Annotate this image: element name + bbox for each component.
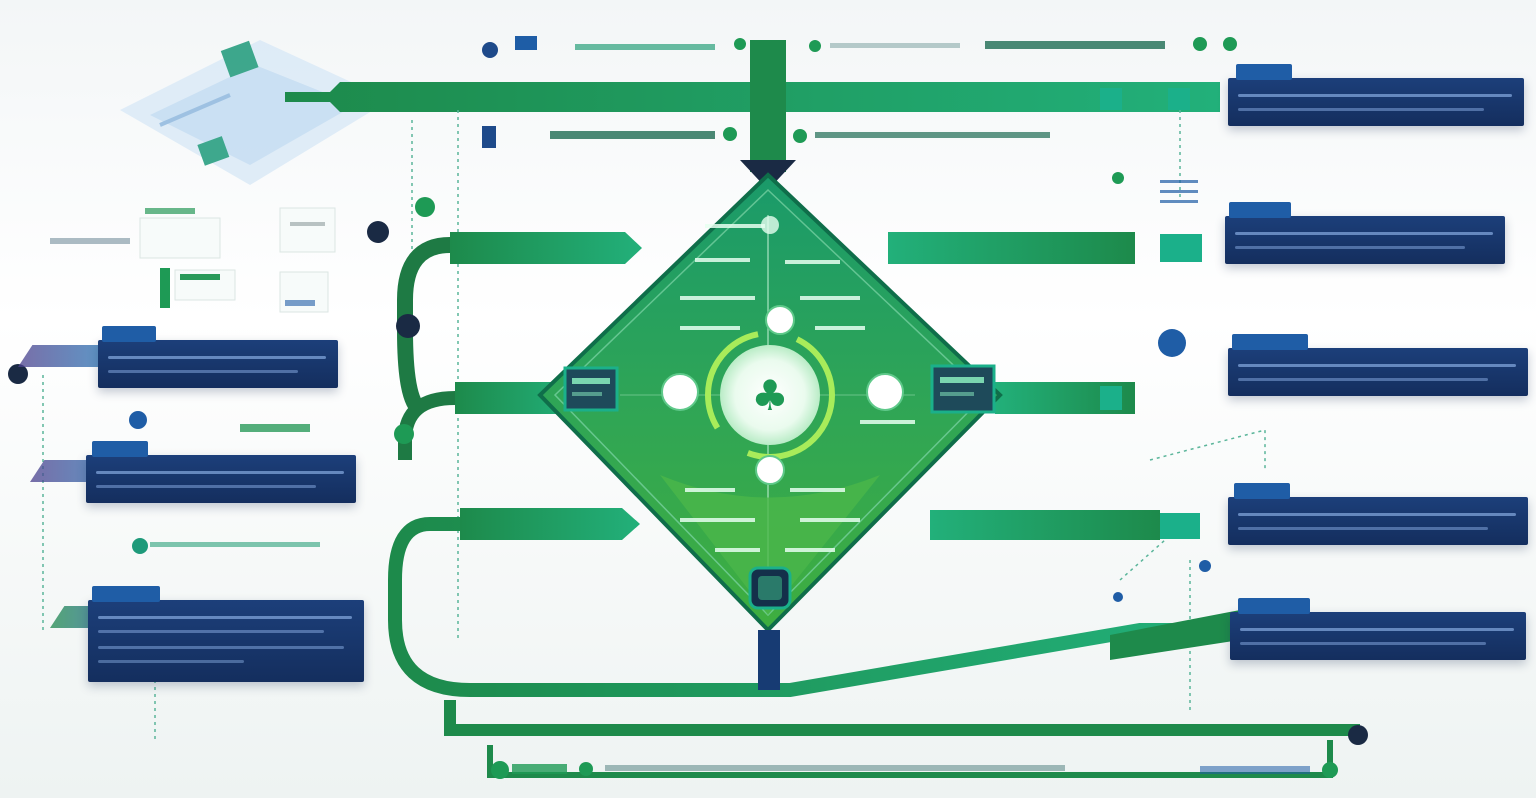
top-connector (285, 40, 1220, 190)
left-label-rows (150, 424, 320, 547)
map-sketch (120, 40, 390, 185)
connector-squares (1100, 88, 1202, 539)
top-label-row-1 (482, 36, 1237, 58)
info-panel-right-3 (1228, 334, 1528, 396)
arrow-right-3 (930, 510, 1160, 540)
left-ribbon-1 (18, 345, 98, 367)
central-diamond (537, 172, 1003, 633)
right-ribbon-bottom (1110, 610, 1240, 660)
info-panel-right-2 (1225, 202, 1505, 264)
diamond-side-box-left (563, 366, 619, 412)
info-panel-left-2 (86, 441, 356, 503)
arrow-right-1 (888, 232, 1135, 264)
diamond-side-box-right (930, 364, 996, 414)
bottom-loop (388, 517, 1240, 697)
arrow-left-1 (450, 232, 642, 264)
center-symbol: ♣ (751, 371, 789, 420)
bottom-long-line (444, 700, 1360, 736)
connector-nodes (8, 172, 1368, 778)
mini-card-cluster (50, 207, 336, 313)
arrow-left-3 (460, 508, 640, 540)
info-panel-right-1 (1228, 64, 1524, 126)
right-legend-stack (1160, 180, 1198, 203)
info-panel-right-5 (1230, 598, 1526, 660)
bottom-footer-marks (491, 761, 1310, 779)
info-panel-left-3 (88, 586, 364, 682)
info-panel-left-1 (98, 326, 338, 388)
diamond-bottom-node (748, 566, 792, 690)
info-panel-right-4 (1228, 483, 1528, 545)
bottom-return-line (487, 740, 1333, 778)
top-label-row-2 (482, 126, 1050, 148)
